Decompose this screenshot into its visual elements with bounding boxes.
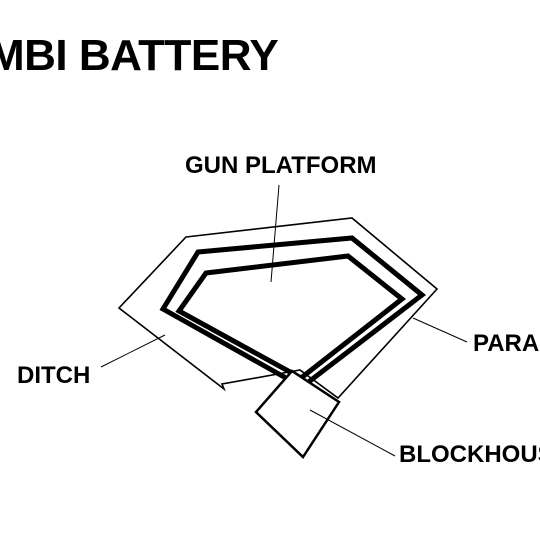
ditch-leader bbox=[100, 334, 166, 368]
gun-platform-leader bbox=[270, 184, 280, 283]
ditch-outline bbox=[117, 217, 439, 400]
blockhouse-square bbox=[254, 369, 341, 459]
gun-platform-wall bbox=[175, 253, 407, 381]
ditch-label: DITCH bbox=[17, 362, 91, 389]
page-title: MBI BATTERY bbox=[0, 31, 279, 80]
blockhouse-leader bbox=[309, 409, 396, 457]
parapet-leader bbox=[412, 317, 468, 343]
parapet-label: PARA bbox=[473, 330, 540, 357]
blockhouse-label: BLOCKHOUS bbox=[399, 441, 540, 468]
parapet-outer-wall bbox=[159, 235, 427, 390]
gun-platform-label: GUN PLATFORM bbox=[185, 152, 377, 179]
